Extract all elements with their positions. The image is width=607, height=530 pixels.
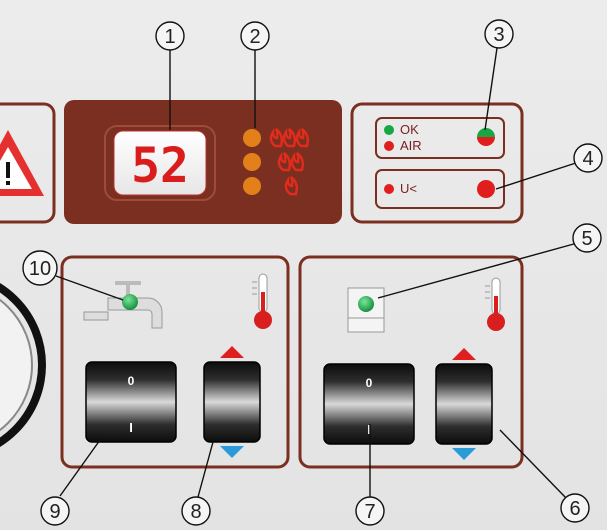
callout-label: 8 — [190, 501, 201, 523]
hot-water-panel: 0 I — [60, 255, 290, 469]
hot-water-led — [122, 294, 138, 310]
flame-led-high — [243, 129, 261, 147]
ok-label: OK — [400, 122, 419, 137]
flame-led-mid — [243, 153, 261, 171]
undervoltage-label: U< — [400, 181, 417, 196]
callout-label: 4 — [582, 148, 593, 170]
callout-8: 8 — [181, 496, 211, 526]
switch-on-mark: I — [129, 420, 133, 435]
dial-gauge-icon — [0, 283, 46, 447]
display-panel: 52 — [64, 100, 342, 224]
flame-icons-high — [269, 127, 310, 148]
callout-leaders — [55, 47, 586, 500]
flame-indicators — [243, 127, 310, 196]
flame-icons-low — [284, 175, 299, 196]
ok-led — [384, 125, 394, 135]
callout-2: 2 — [240, 21, 270, 51]
status-panel: OK AIR U< — [350, 102, 524, 224]
heating-panel: 0 I — [298, 255, 524, 469]
faucet-icon — [83, 281, 163, 329]
callout-label: 6 — [569, 498, 580, 520]
warning-panel — [0, 102, 56, 224]
increase-arrow-icon — [452, 348, 476, 360]
boiler-icon — [347, 287, 385, 333]
callout-label: 9 — [49, 501, 60, 523]
callout-3: 3 — [484, 19, 514, 49]
thermometer-icon — [252, 273, 272, 329]
temperature-display: 52 — [131, 138, 189, 194]
callout-9: 9 — [40, 496, 70, 526]
undervoltage-indicator — [477, 180, 495, 198]
callout-label: 10 — [29, 258, 51, 280]
callout-label: 1 — [164, 26, 175, 48]
callout-7: 7 — [355, 496, 385, 526]
air-led — [384, 141, 394, 151]
callout-label: 2 — [249, 26, 260, 48]
callout-4: 4 — [573, 143, 603, 173]
callout-10: 10 — [22, 250, 58, 286]
callout-label: 3 — [493, 24, 504, 46]
callout-label: 7 — [364, 501, 375, 523]
warning-triangle-icon — [0, 130, 44, 196]
hot-water-power-switch[interactable]: 0 I — [85, 361, 177, 443]
increase-arrow-icon — [220, 346, 244, 358]
decrease-arrow-icon — [220, 446, 244, 458]
callouts: 1 2 3 4 5 6 7 8 9 10 — [22, 19, 603, 526]
callout-6: 6 — [560, 493, 590, 523]
callout-label: 5 — [581, 228, 592, 250]
air-label: AIR — [400, 138, 422, 153]
flame-icons-mid — [277, 151, 305, 172]
callout-1: 1 — [155, 21, 185, 51]
hot-water-temp-rocker[interactable] — [203, 346, 261, 458]
callout-5: 5 — [572, 223, 602, 253]
heating-power-switch[interactable]: 0 I — [323, 363, 415, 445]
ok-air-indicator — [477, 128, 495, 146]
switch-off-mark: 0 — [128, 374, 135, 388]
heating-led — [358, 296, 374, 312]
decrease-arrow-icon — [452, 448, 476, 460]
heating-temp-rocker[interactable] — [435, 348, 493, 460]
switch-off-mark: 0 — [366, 376, 373, 390]
switch-on-mark: I — [367, 422, 371, 437]
thermometer-icon — [485, 277, 505, 331]
flame-led-low — [243, 177, 261, 195]
undervoltage-led — [384, 184, 394, 194]
